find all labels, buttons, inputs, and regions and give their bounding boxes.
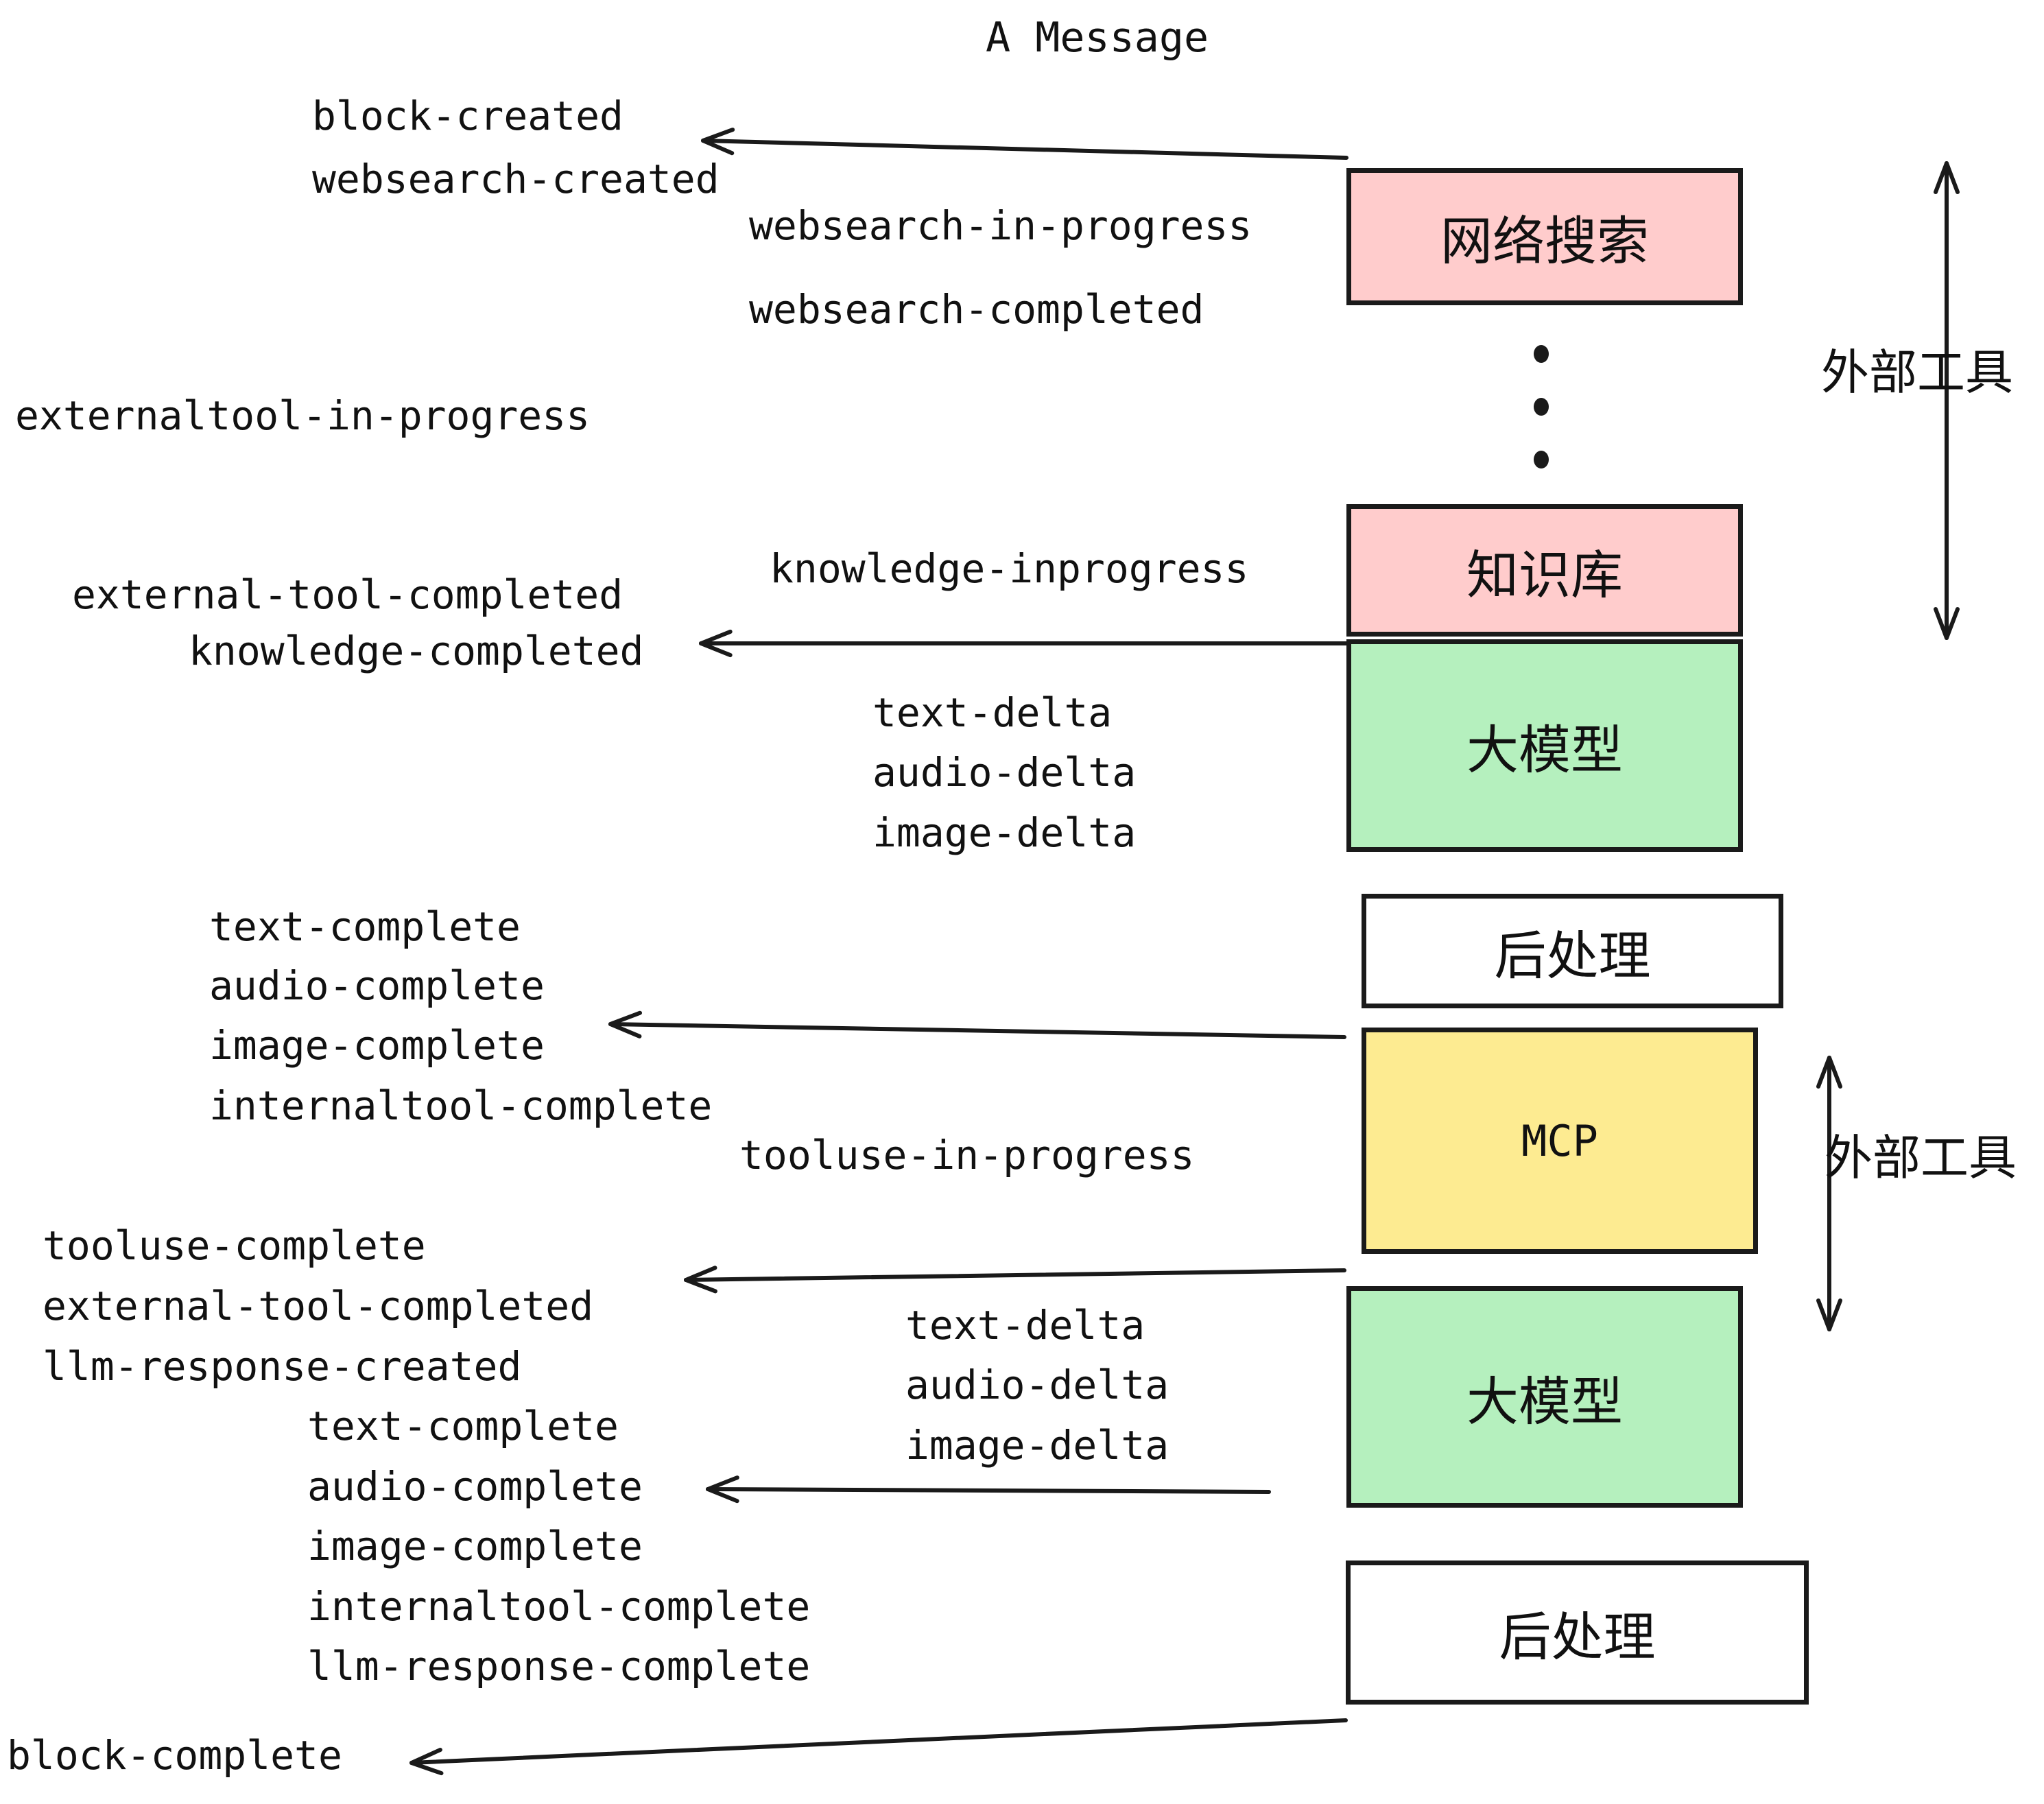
event-label-tooluse-in-progress: tooluse-in-progress [739, 1132, 1195, 1178]
event-label-text-delta: text-delta [872, 689, 1113, 736]
ellipsis-dot [1534, 398, 1549, 416]
event-label-block-created: block-created [312, 93, 623, 139]
event-label-audio-complete: audio-complete [209, 962, 545, 1009]
event-label-audio-delta: audio-delta [872, 749, 1137, 796]
event-label-image-delta: image-delta [872, 809, 1137, 856]
box-postprocess-1-label: 后处理 [1494, 925, 1651, 986]
box-llm-1-label: 大模型 [1466, 720, 1623, 781]
box-knowledge: 知识库 [1346, 504, 1743, 637]
box-postprocess-2-label: 后处理 [1499, 1606, 1656, 1667]
event-label-websearch-in-progress: websearch-in-progress [749, 202, 1252, 249]
event-label-audio-complete: audio-complete [307, 1463, 643, 1510]
arrow-block-complete [409, 1718, 1348, 1776]
box-mcp-label: MCP [1521, 1115, 1598, 1166]
box-websearch: 网络搜索 [1346, 168, 1743, 305]
side-label-external-tool-mcp: 外部工具 [1825, 1130, 2017, 1186]
event-label-llm-response-complete: llm-response-complete [307, 1643, 811, 1689]
event-label-knowledge-completed: knowledge-completed [189, 628, 644, 674]
side-label-external-tool-top: 外部工具 [1821, 344, 2013, 401]
box-mcp: MCP [1362, 1028, 1758, 1254]
box-postprocess-1: 后处理 [1362, 894, 1783, 1008]
box-llm-2-label: 大模型 [1466, 1370, 1623, 1432]
arrow-audio-complete [706, 1475, 1271, 1504]
event-label-internaltool-complete: internaltool-complete [307, 1583, 811, 1630]
event-label-text-complete: text-complete [307, 1403, 619, 1449]
ellipsis-dot [1534, 345, 1549, 363]
box-llm-2: 大模型 [1346, 1286, 1743, 1508]
page-title: A Message [986, 14, 1209, 62]
box-knowledge-label: 知识库 [1466, 544, 1623, 606]
arrow-knowledge-completed [699, 629, 1348, 658]
event-label-external-tool-completed: external-tool-completed [72, 571, 623, 618]
event-label-websearch-created: websearch-created [312, 156, 720, 202]
ellipsis-dot [1534, 451, 1549, 468]
event-label-text-complete: text-complete [209, 903, 521, 950]
double-arrow-external-tool-mcp [1816, 1056, 1842, 1331]
event-label-internaltool-complete: internaltool-complete [209, 1082, 713, 1129]
box-llm-1: 大模型 [1346, 639, 1743, 852]
event-label-block-complete: block-complete [7, 1732, 342, 1779]
event-label-websearch-completed: websearch-completed [749, 286, 1204, 333]
arrow-image-complete [608, 1010, 1346, 1039]
event-label-llm-response-created: llm-response-created [43, 1343, 522, 1390]
event-label-knowledge-inprogress: knowledge-inprogress [770, 545, 1249, 592]
box-websearch-label: 网络搜索 [1440, 211, 1649, 272]
event-label-audio-delta: audio-delta [905, 1362, 1169, 1408]
vertical-ellipsis-icon [1534, 345, 1549, 468]
event-label-image-delta: image-delta [905, 1422, 1169, 1469]
event-label-text-delta: text-delta [905, 1302, 1145, 1349]
arrow-block-created [701, 128, 1348, 160]
event-label-tooluse-complete: tooluse-complete [43, 1222, 426, 1269]
event-label-image-complete: image-complete [307, 1523, 643, 1569]
event-label-externaltool-in-progress: externaltool-in-progress [15, 392, 591, 439]
arrow-tooluse-complete [684, 1266, 1346, 1294]
box-postprocess-2: 后处理 [1346, 1560, 1809, 1705]
event-label-external-tool-completed: external-tool-completed [43, 1283, 594, 1329]
event-label-image-complete: image-complete [209, 1022, 545, 1069]
